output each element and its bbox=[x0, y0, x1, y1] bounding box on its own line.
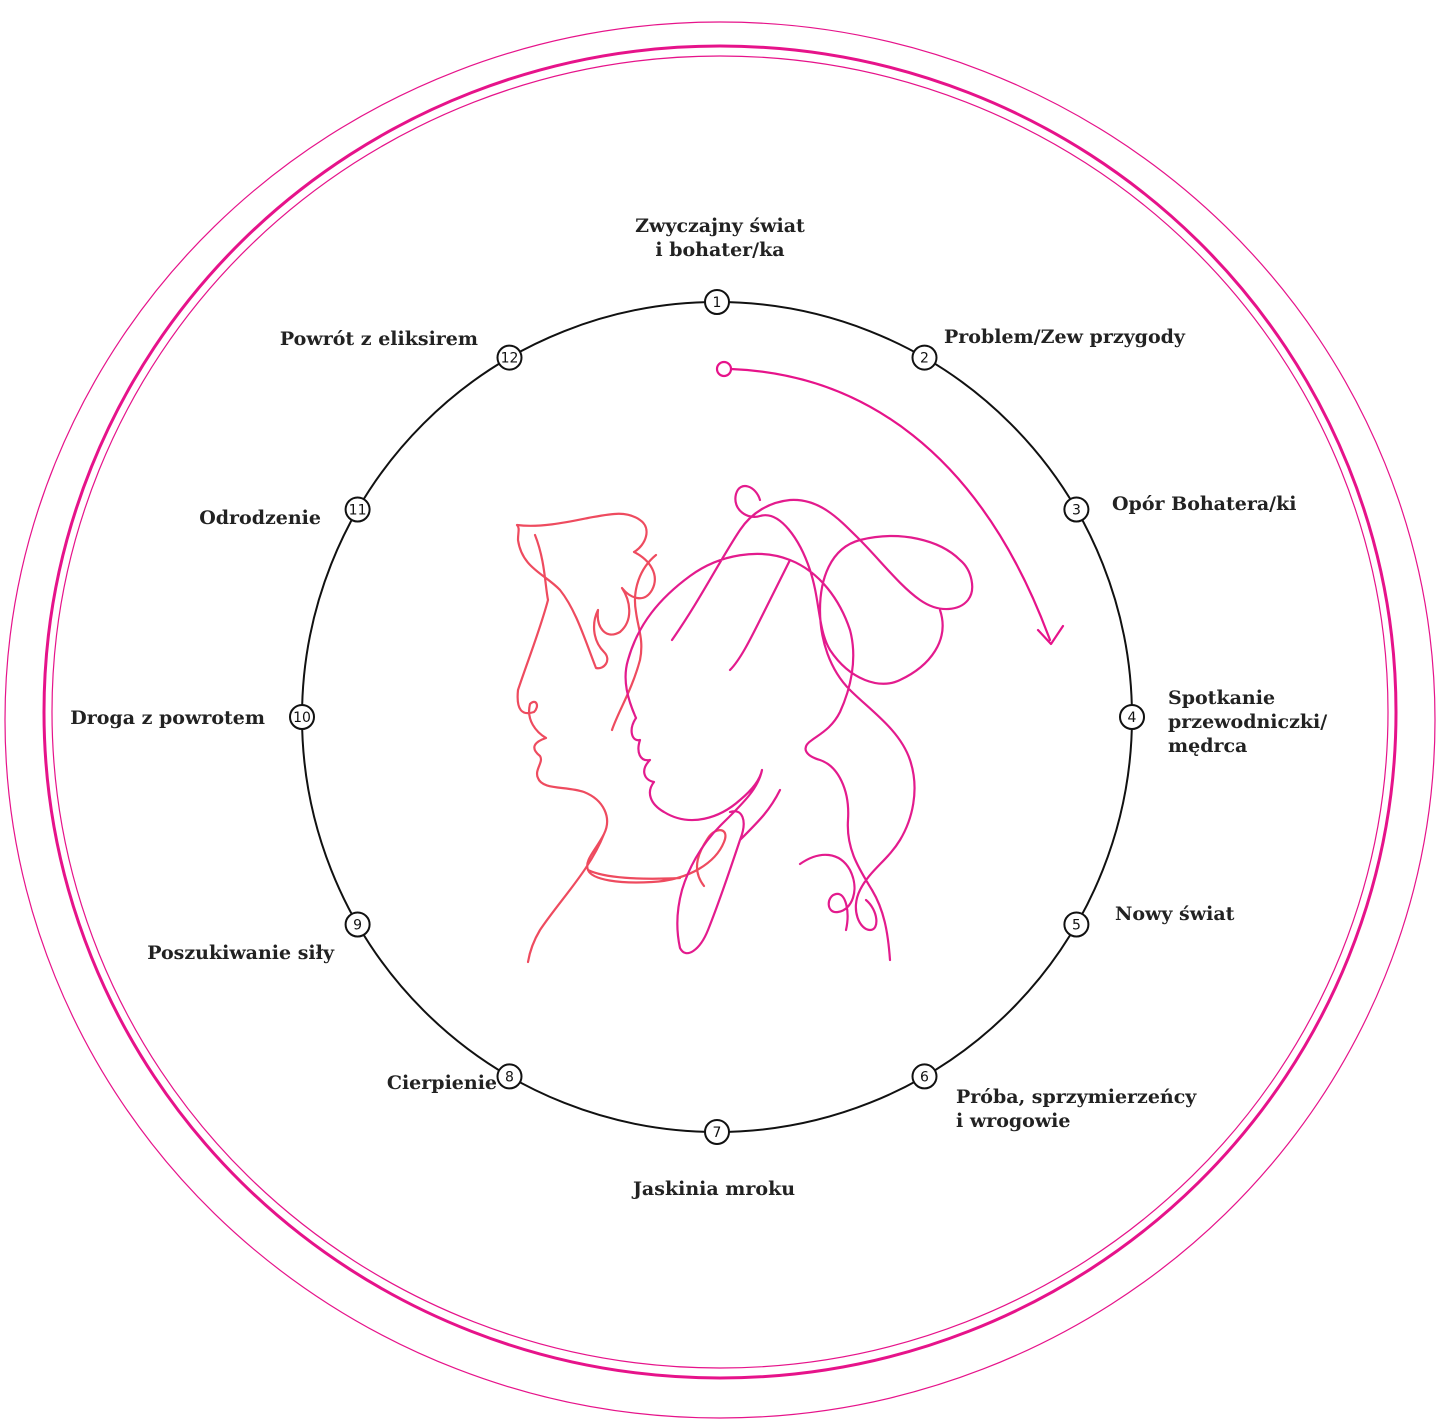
stage-node-number: 4 bbox=[1128, 710, 1137, 726]
profile-right-line bbox=[626, 486, 973, 960]
stage-node-2: 2 bbox=[913, 346, 937, 370]
stage-node-number: 7 bbox=[713, 1125, 722, 1141]
stage-node-4: 4 bbox=[1120, 705, 1144, 729]
stage-node-number: 10 bbox=[293, 710, 311, 726]
arrow-head bbox=[1038, 626, 1063, 644]
stage-node-number: 9 bbox=[353, 918, 362, 934]
profile-left-line bbox=[517, 514, 725, 962]
stage-node-6: 6 bbox=[913, 1064, 937, 1088]
stage-node-number: 11 bbox=[349, 503, 367, 519]
stage-label-12: Powrót z eliksirem bbox=[280, 327, 478, 351]
stage-node-number: 2 bbox=[920, 351, 929, 367]
stage-node-11: 11 bbox=[346, 498, 370, 522]
stage-node-10: 10 bbox=[290, 705, 314, 729]
stage-node-number: 6 bbox=[920, 1069, 929, 1085]
stage-label-5: Nowy świat bbox=[1115, 902, 1234, 926]
stage-label-8: Cierpienie bbox=[387, 1071, 497, 1095]
stage-node-7: 7 bbox=[705, 1120, 729, 1144]
stage-label-4: Spotkanie przewodniczki/ mędrca bbox=[1168, 686, 1327, 758]
stage-node-number: 3 bbox=[1072, 503, 1081, 519]
stage-node-9: 9 bbox=[346, 913, 370, 937]
stage-label-2: Problem/Zew przygody bbox=[944, 325, 1185, 349]
stage-node-3: 3 bbox=[1064, 498, 1088, 522]
stage-node-number: 1 bbox=[713, 295, 722, 311]
stage-node-number: 12 bbox=[501, 351, 519, 367]
stage-label-6: Próba, sprzymierzeńcy i wrogowie bbox=[956, 1085, 1196, 1133]
stage-label-3: Opór Bohatera/ki bbox=[1112, 492, 1297, 516]
stage-label-7: Jaskinia mroku bbox=[633, 1177, 795, 1201]
stage-label-10: Droga z powrotem bbox=[70, 706, 265, 730]
arrow-curve bbox=[731, 369, 1050, 640]
stage-label-9: Poszukiwanie siły bbox=[147, 941, 334, 965]
stage-label-1: Zwyczajny świat i bohater/ka bbox=[635, 214, 805, 262]
stage-node-number: 8 bbox=[505, 1069, 514, 1085]
journey-ring bbox=[302, 302, 1132, 1132]
stage-node-12: 12 bbox=[498, 346, 522, 370]
two-profiles-line-art-icon bbox=[517, 486, 972, 962]
stage-node-5: 5 bbox=[1064, 913, 1088, 937]
stage-node-1: 1 bbox=[705, 290, 729, 314]
stage-node-8: 8 bbox=[498, 1064, 522, 1088]
arrow-start-dot bbox=[717, 362, 731, 376]
stage-node-number: 5 bbox=[1072, 918, 1081, 934]
stage-label-11: Odrodzenie bbox=[199, 506, 321, 530]
